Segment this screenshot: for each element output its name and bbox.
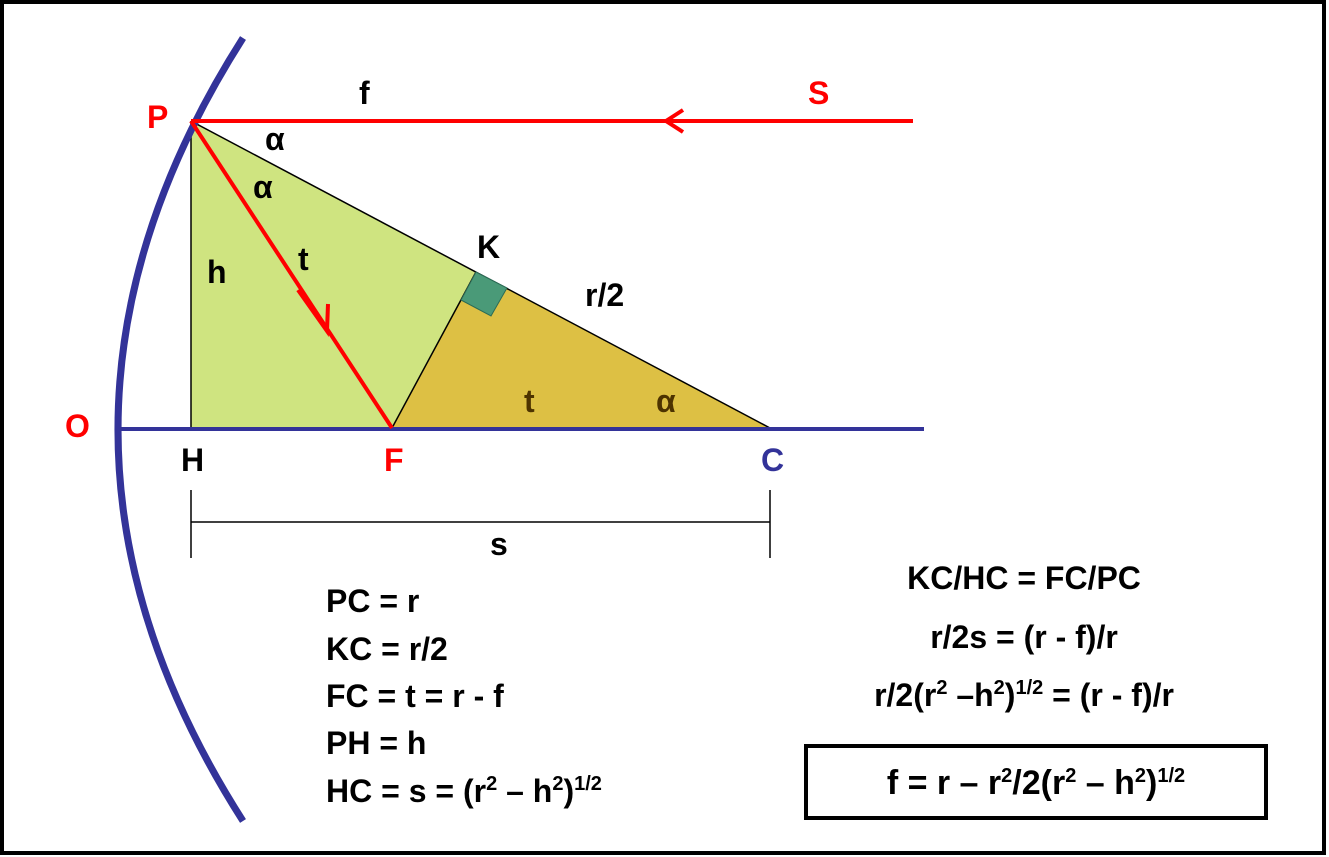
derivation-list: KC/HC = FC/PC r/2s = (r - f)/r r/2(r2 –h… [874, 560, 1174, 713]
definition-pc: PC = r [326, 583, 419, 619]
result-formula: f = r – r2/2(r2 – h2)1/2 [887, 764, 1185, 802]
definition-kc: KC = r/2 [326, 631, 448, 667]
label-alpha-c: α [656, 383, 676, 419]
label-h: h [207, 254, 227, 290]
label-t-ray: t [298, 241, 309, 277]
label-t-base: t [524, 383, 535, 419]
definition-hc: HC = s = (r2 – h2)1/2 [326, 773, 602, 809]
label-C: C [761, 442, 784, 478]
label-f: f [359, 75, 370, 111]
definition-ph: PH = h [326, 725, 426, 761]
label-r-half: r/2 [585, 277, 624, 313]
derivation-ratio: KC/HC = FC/PC [907, 560, 1141, 596]
label-S: S [808, 75, 829, 111]
label-O: O [65, 408, 90, 444]
result-box [804, 744, 1268, 820]
label-alpha-top: α [265, 121, 285, 157]
right-angle-marker [460, 271, 508, 317]
green-triangle [191, 121, 476, 428]
label-P: P [147, 99, 168, 135]
label-H: H [181, 442, 204, 478]
definitions-list: PC = r KC = r/2 FC = t = r - f PH = h HC… [326, 583, 602, 809]
label-alpha-mid: α [253, 169, 273, 205]
label-s: s [490, 526, 508, 562]
derivation-substitute: r/2s = (r - f)/r [930, 619, 1118, 655]
label-K: K [477, 229, 500, 265]
reflected-ray-arrow [296, 288, 330, 337]
incoming-ray-arrow [662, 108, 685, 134]
label-F: F [384, 442, 404, 478]
reflected-ray [189, 119, 394, 430]
definition-fc: FC = t = r - f [326, 678, 504, 714]
mirror-arc [114, 36, 246, 823]
derivation-expanded: r/2(r2 –h2)1/2 = (r - f)/r [874, 677, 1174, 713]
